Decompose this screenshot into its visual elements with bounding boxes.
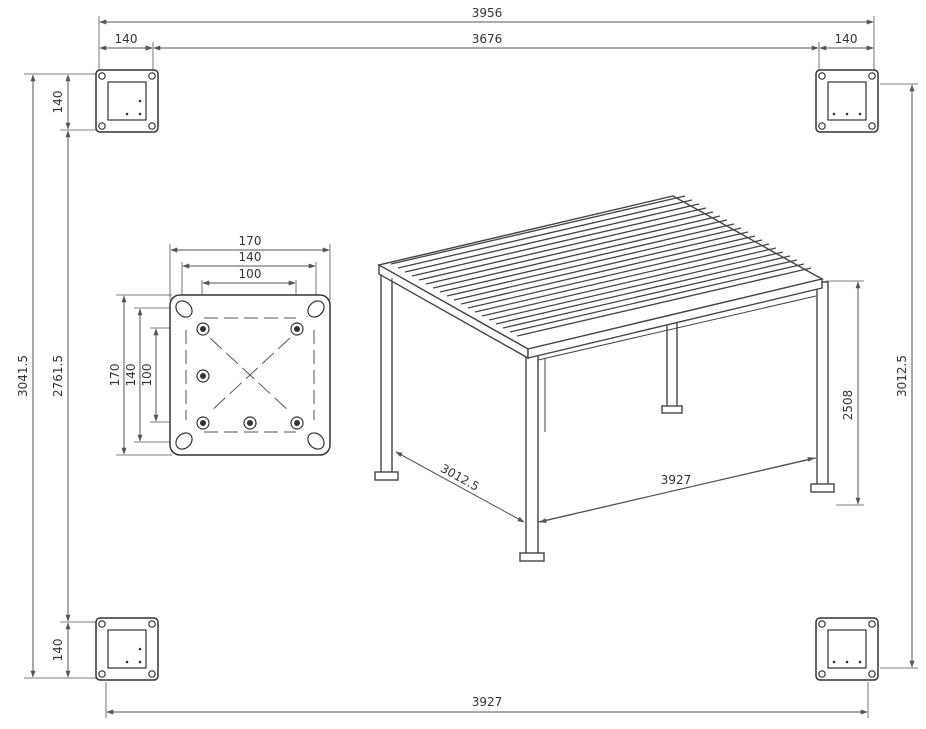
- detail-outer-v-label: 170: [108, 364, 122, 387]
- base-plate-detail: 170 140 100 170 140 100: [108, 234, 331, 456]
- post-plate-top-right: [815, 69, 879, 133]
- detail-mid-v-label: 140: [124, 364, 138, 387]
- overall-width-label: 3956: [472, 6, 503, 20]
- detail-outer-h-label: 170: [239, 234, 262, 248]
- pergola-width-label: 3927: [661, 473, 692, 487]
- top-dimensions: 3956 140 3676 140: [98, 6, 875, 72]
- post-size-right-label: 140: [835, 32, 858, 46]
- pergola-depth-label: 3012.5: [438, 461, 482, 494]
- pergola-height-label: 2508: [841, 390, 855, 421]
- pergola-3d-view: 3012.5 3927 2508: [374, 195, 864, 562]
- pergola-width-line: [539, 457, 815, 523]
- post-plate-bottom-right: [815, 617, 879, 681]
- bottom-width-label: 3927: [472, 695, 503, 709]
- post-size-left-label: 140: [115, 32, 138, 46]
- inner-width-label: 3676: [472, 32, 503, 46]
- detail-bolt-holes: [196, 322, 304, 430]
- post-size-bottom-label: 140: [51, 639, 65, 662]
- post-size-top-label: 140: [51, 91, 65, 114]
- detail-inner-v-label: 100: [140, 364, 154, 387]
- left-dimensions: 3041.5 140 2761.5 140: [16, 73, 98, 679]
- detail-mid-h-label: 140: [239, 250, 262, 264]
- right-depth-label: 3012.5: [895, 355, 909, 397]
- inner-depth-label: 2761.5: [51, 355, 65, 397]
- post-plate-top-left: [95, 69, 159, 133]
- overall-depth-label: 3041.5: [16, 355, 30, 397]
- right-dimension: 3012.5: [880, 83, 918, 669]
- detail-inner-h-label: 100: [239, 267, 262, 281]
- post-plate-bottom-left: [95, 617, 159, 681]
- roof-slats: [390, 195, 812, 337]
- bottom-dimension: 3927: [105, 682, 869, 718]
- pergola-depth-line: [395, 451, 525, 523]
